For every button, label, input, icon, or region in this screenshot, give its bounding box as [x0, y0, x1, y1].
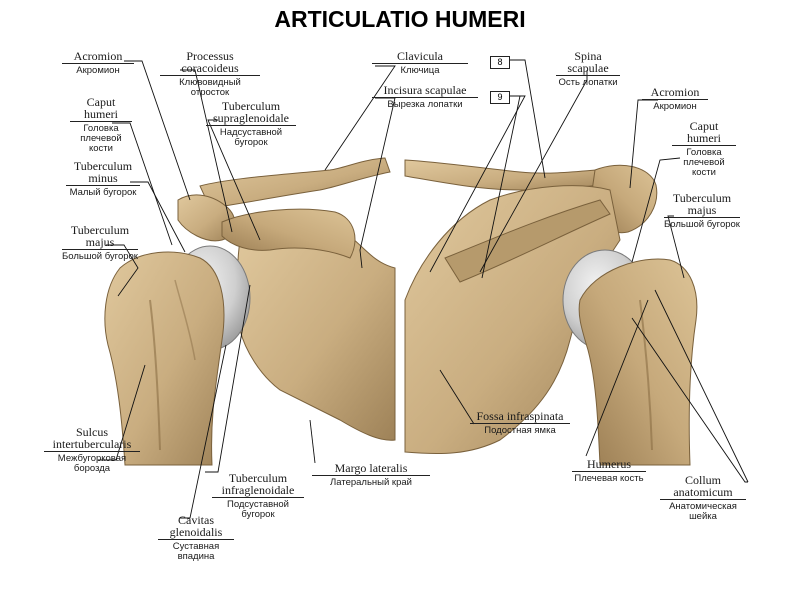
label-tub-minus-russian: Малый бугорок — [69, 187, 137, 198]
label-tub-majus-left: Tuberculum majus Большой бугорок — [62, 224, 138, 262]
label-fossa: Fossa infraspinata Подостная ямка — [470, 410, 570, 436]
label-tub-majus-right-russian: Большой бугорок — [664, 219, 740, 230]
label-processus: Processus coracoideus Клювовидный отрост… — [160, 50, 260, 98]
label-acromion-right: Acromion Акромион — [642, 86, 708, 112]
label-caput-right: Caput humeri Головка плечевой кости — [672, 120, 736, 178]
label-collum: Collum anatomicum Анатомическая шейка — [660, 474, 746, 522]
label-tub-infra-russian: Подсуставной бугорок — [226, 499, 289, 520]
label-caput-left: Caput humeri Головка плечевой кости — [70, 96, 132, 154]
label-humerus-russian: Плечевая кость — [574, 473, 644, 484]
label-acromion-left: Acromion Акромион — [62, 50, 134, 76]
label-caput-right-latin: Caput humeri — [687, 119, 721, 145]
scapula-left — [236, 226, 396, 441]
label-spina: Spina scapulae Ость лопатки — [556, 50, 620, 88]
label-fossa-russian: Подостная ямка — [484, 425, 556, 436]
label-tub-majus-left-russian: Большой бугорок — [62, 251, 138, 262]
page-title: ARTICULATIO HUMERI — [274, 6, 526, 32]
humerus-left — [104, 251, 225, 466]
label-clavicula-latin: Clavicula — [397, 49, 443, 63]
label-tub-infra-latin: Tuberculum infraglenoidale — [221, 471, 295, 497]
label-incisura: Incisura scapulae Вырезка лопатки — [372, 84, 478, 110]
label-tub-infra: Tuberculum infraglenoidale Подсуставной … — [212, 472, 304, 520]
marker-incisura: 9 — [490, 91, 510, 104]
humerus-right — [578, 258, 698, 466]
label-caput-right-russian: Головка плечевой кости — [683, 147, 725, 178]
label-acromion-left-russian: Акромион — [76, 65, 120, 76]
label-cavitas: Cavitas glenoidalis Суставная впадина — [158, 514, 234, 562]
label-cavitas-russian: Суставная впадина — [172, 541, 220, 562]
label-collum-latin: Collum anatomicum — [673, 473, 733, 499]
label-incisura-latin: Incisura scapulae — [383, 83, 467, 97]
label-tub-minus: Tuberculum minus Малый бугорок — [66, 160, 140, 198]
label-collum-russian: Анатомическая шейка — [669, 501, 737, 522]
label-tub-majus-right: Tuberculum majus Большой бугорок — [664, 192, 740, 230]
label-sulcus: Sulcus intertubercularis Межбугорковая б… — [44, 426, 140, 474]
marker-clavicula: 8 — [490, 56, 510, 69]
label-tub-supra-russian: Надсуставной бугорок — [219, 127, 283, 148]
label-acromion-right-latin: Acromion — [650, 85, 700, 99]
label-tub-majus-left-latin: Tuberculum majus — [70, 223, 130, 249]
label-clavicula-russian: Ключица — [400, 65, 440, 76]
label-acromion-left-latin: Acromion — [73, 49, 123, 63]
label-processus-latin: Processus coracoideus — [181, 49, 239, 75]
label-sulcus-latin: Sulcus intertubercularis — [52, 425, 132, 451]
label-sulcus-russian: Межбугорковая борозда — [57, 453, 127, 474]
label-tub-supra: Tuberculum supraglenoidale Надсуставной … — [206, 100, 296, 148]
label-incisura-russian: Вырезка лопатки — [387, 99, 463, 110]
label-humerus: Humerus Плечевая кость — [572, 458, 646, 484]
label-margo-latin: Margo lateralis — [334, 461, 408, 475]
label-clavicula: Clavicula Ключица — [372, 50, 468, 76]
label-caput-left-russian: Головка плечевой кости — [80, 123, 122, 154]
label-processus-russian: Клювовидный отросток — [179, 77, 241, 98]
label-margo: Margo lateralis Латеральный край — [312, 462, 430, 488]
label-tub-supra-latin: Tuberculum supraglenoidale — [213, 99, 289, 125]
label-acromion-right-russian: Акромион — [653, 101, 697, 112]
coracoid-left — [221, 208, 356, 259]
clavicle-left — [199, 157, 391, 209]
label-humerus-latin: Humerus — [587, 457, 631, 471]
leader-lines — [98, 59, 749, 519]
label-spina-latin: Spina scapulae — [567, 49, 609, 75]
label-caput-left-latin: Caput humeri — [84, 95, 118, 121]
label-fossa-latin: Fossa infraspinata — [476, 409, 564, 423]
label-cavitas-latin: Cavitas glenoidalis — [169, 513, 223, 539]
label-spina-russian: Ость лопатки — [558, 77, 618, 88]
label-margo-russian: Латеральный край — [330, 477, 412, 488]
anterior-view — [104, 157, 396, 466]
label-tub-majus-right-latin: Tuberculum majus — [672, 191, 732, 217]
label-tub-minus-latin: Tuberculum minus — [73, 159, 133, 185]
